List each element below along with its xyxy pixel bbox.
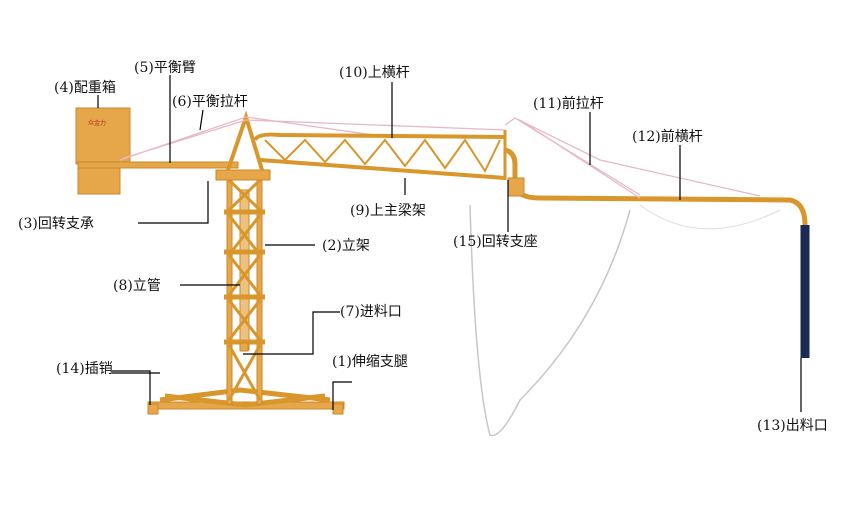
rope [469, 204, 631, 437]
balance-tie-rod [119, 116, 247, 161]
label-front-tie-rod: (11)前拉杆 [533, 95, 604, 112]
mast-frame [224, 177, 265, 405]
label-counterweight-box: (4)配重箱 [54, 80, 116, 96]
label-discharge-outlet: (13)出料口 [757, 418, 828, 434]
balance-arm [77, 161, 239, 169]
front-arm [504, 117, 808, 226]
label-slewing-base: (15)回转支座 [453, 234, 538, 250]
telescopic-outriggers [147, 387, 345, 415]
label-front-cross-bar: (12)前横杆 [632, 128, 703, 145]
label-slewing-bearing: (3)回转支承 [18, 216, 94, 232]
label-balance-arm: (5)平衡臂 [134, 60, 196, 76]
label-upper-main-beam: (9)上主梁架 [350, 203, 426, 219]
rope-2 [639, 204, 781, 230]
upper-main-beam [253, 130, 507, 180]
label-telescopic-outrigger: (1)伸缩支腿 [332, 354, 408, 370]
label-feed-inlet: (7)进料口 [340, 304, 402, 320]
label-mast-frame: (2)立架 [322, 238, 370, 254]
label-balance-tie-rod: (6)平衡拉杆 [172, 94, 248, 110]
svg-text:众金力: 众金力 [88, 119, 106, 127]
label-standpipe: (8)立管 [113, 278, 161, 294]
label-upper-cross-bar: (10)上横杆 [339, 65, 410, 81]
counterweight-box: 众金力 [75, 107, 131, 195]
leader-lines [97, 75, 802, 412]
slewing-bearing [215, 169, 271, 181]
label-locking-pin: (14)插销 [56, 361, 113, 377]
